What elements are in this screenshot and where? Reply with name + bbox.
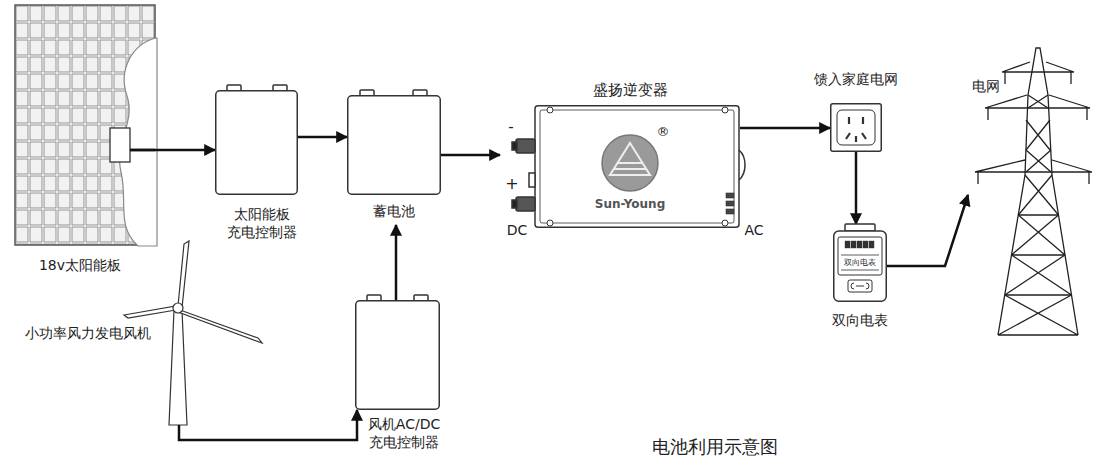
node-outline (838, 237, 882, 275)
node-outline (726, 201, 734, 206)
wind-turbine (173, 303, 183, 313)
node-outline (863, 241, 868, 248)
node-label: 盛扬逆变器 (593, 81, 668, 100)
node-outline (869, 241, 874, 248)
node-outline (529, 173, 535, 187)
node-label: 18v太阳能板 (39, 257, 121, 275)
wind-turbine: 小功率风力发电风机 (168, 300, 190, 425)
node-outline (535, 106, 739, 228)
node-outline (356, 301, 440, 410)
node-sublabel: 双向电表 (832, 312, 888, 330)
wind-turbine (178, 241, 189, 308)
node-outline (516, 139, 535, 153)
caption: 电池利用示意图 (652, 436, 778, 459)
node-outline (834, 231, 887, 301)
node-outline (512, 200, 517, 208)
power-tower (1012, 215, 1066, 255)
node-outline (610, 143, 650, 175)
port-label: AC (744, 222, 763, 240)
flow-arrow (740, 127, 830, 130)
terminal-sign: + (505, 174, 518, 194)
port-label: DC (507, 222, 528, 240)
bidirectional-meter: 双向电表双向电表 (833, 224, 887, 302)
node-outline (831, 104, 882, 152)
wind-turbine (169, 310, 187, 425)
flow-arrow (130, 149, 215, 152)
node-outline (726, 209, 734, 214)
inverter: 盛扬逆变器Sun-Young (500, 105, 740, 228)
node-label: 风机AC/DC 充电控制器 (368, 416, 440, 451)
node-outline (739, 150, 745, 180)
node-label: 小功率风力发电风机 (25, 325, 151, 343)
node-sublabel: Sun-Young (595, 197, 665, 212)
node-outline (857, 241, 862, 248)
node-outline (355, 300, 440, 410)
node-outline (547, 220, 553, 226)
node-outline (348, 96, 441, 195)
node-outline (848, 280, 872, 292)
power-grid: 电网 (968, 48, 1093, 338)
node-outline (348, 90, 441, 194)
node-label: 电网 (972, 78, 1000, 96)
node-outline (845, 224, 875, 231)
flow-arrow (179, 410, 357, 440)
flow-arrow (855, 152, 858, 224)
solar-panel: 18v太阳能板 (15, 5, 130, 245)
node-outline (834, 224, 887, 301)
node-label: 蓄电池 (373, 203, 415, 221)
node-outline (851, 283, 869, 289)
flow-arrow (441, 154, 500, 157)
power-tower (1018, 175, 1058, 215)
node-label: 双向电表 (844, 258, 876, 268)
node-outline (540, 110, 734, 223)
node-outline (837, 110, 875, 145)
power-tower (1002, 62, 1074, 72)
node-outline (512, 106, 745, 228)
node-label: 太阳能板 充电控制器 (227, 206, 297, 241)
node-outline (846, 117, 866, 142)
wind-turbine (178, 310, 262, 343)
node-outline (216, 85, 298, 194)
node-outline (722, 220, 728, 226)
power-tower (1026, 95, 1051, 172)
node-outline (722, 107, 728, 113)
charge-controller: 风机AC/DC 充电控制器 (355, 300, 440, 410)
node-outline (845, 241, 850, 248)
power-tower (1005, 255, 1072, 295)
flow-arrow (887, 195, 968, 266)
node-outline (216, 91, 298, 195)
power-tower (998, 295, 1078, 335)
node-outline (512, 142, 517, 150)
power-tower (998, 48, 1078, 335)
node-outline (602, 135, 658, 191)
power-socket: 馈入家庭电网 (830, 103, 882, 152)
node-outline (356, 295, 440, 409)
node-outline (547, 107, 553, 113)
node-outline (831, 104, 882, 152)
flow-arrow (395, 225, 398, 300)
flow-arrow (298, 136, 347, 139)
node-outline (830, 103, 882, 152)
node-outline (516, 197, 535, 211)
trademark-mark: ® (657, 124, 670, 140)
node-outline (851, 241, 856, 248)
charge-controller: 太阳能板 充电控制器 (215, 90, 298, 195)
node-label: 馈入家庭电网 (814, 71, 898, 89)
node-outline (215, 90, 298, 195)
wind-turbine (124, 306, 176, 318)
solar-panel (15, 5, 157, 246)
node-outline (841, 255, 879, 270)
terminal-sign: - (508, 118, 513, 137)
battery: 蓄电池 (347, 95, 441, 225)
solar-panel (110, 128, 130, 162)
node-outline (726, 193, 734, 198)
